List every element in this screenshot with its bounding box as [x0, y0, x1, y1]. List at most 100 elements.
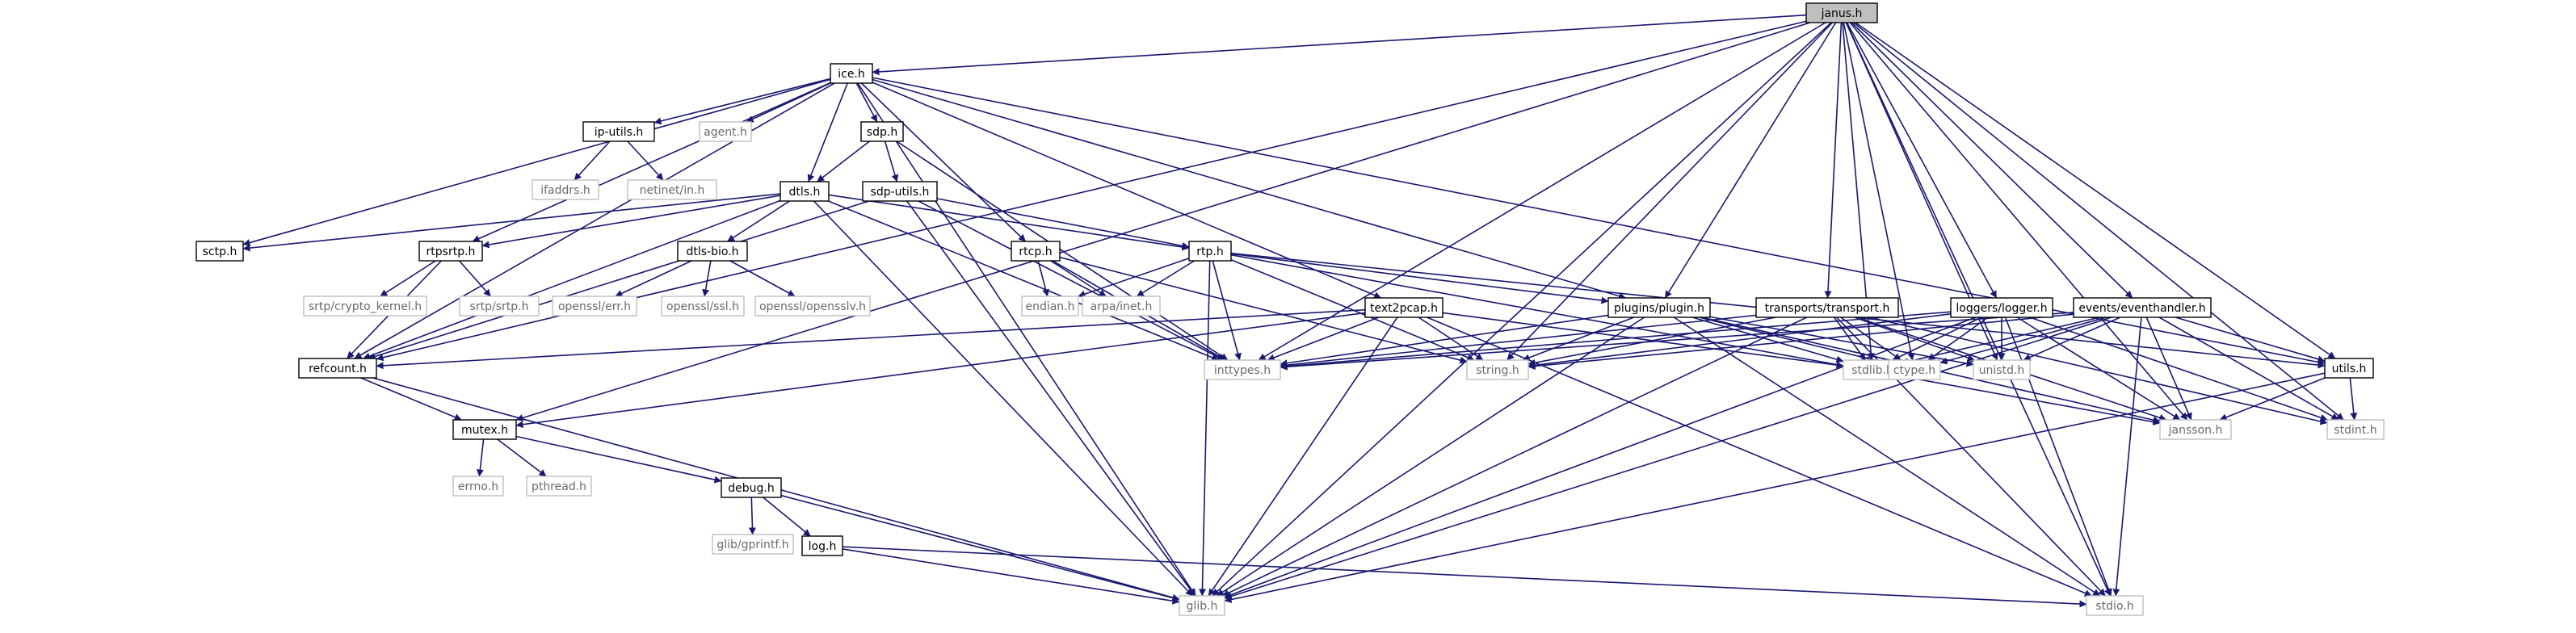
- edge-mutex-to-debug: [515, 435, 722, 484]
- node-log[interactable]: log.h: [801, 535, 843, 556]
- node-label-errno: errno.h: [458, 480, 498, 493]
- edge-debug-to-log: [763, 497, 811, 537]
- edge-sdp-to-inttypes: [896, 140, 1229, 361]
- edge-logger-to-string: [1528, 313, 1952, 369]
- node-sdputils[interactable]: sdp-utils.h: [862, 181, 938, 202]
- edge-plugin-to-string: [1522, 316, 1635, 362]
- node-eventhandler[interactable]: events/eventhandler.h: [2073, 297, 2212, 318]
- node-ifaddrs: ifaddrs.h: [532, 179, 599, 200]
- node-text2pcap[interactable]: text2pcap.h: [1364, 297, 1443, 318]
- node-agent: agent.h: [699, 121, 752, 142]
- node-label-srtpcrypto: srtp/crypto_kernel.h: [309, 300, 422, 313]
- edge-dtls-to-dtlsbio: [727, 200, 790, 242]
- node-label-glib: glib.h: [1187, 600, 1218, 613]
- node-label-sctp: sctp.h: [203, 245, 237, 258]
- node-label-agent: agent.h: [704, 126, 747, 139]
- node-ice[interactable]: ice.h: [830, 63, 873, 84]
- node-label-string: string.h: [1476, 364, 1519, 377]
- edge-utils-to-jansson: [2219, 377, 2326, 421]
- edge-rtcp-to-endian: [1037, 260, 1049, 297]
- node-stdio: stdio.h: [2086, 595, 2144, 616]
- node-label-netinet: netinet/in.h: [640, 184, 705, 197]
- node-label-sdputils: sdp-utils.h: [871, 186, 930, 199]
- node-label-unistd: unistd.h: [1979, 364, 2025, 377]
- edge-plugin-to-ctype: [1699, 316, 1889, 366]
- edge-dtls-to-sctp: [242, 193, 781, 252]
- node-plugin[interactable]: plugins/plugin.h: [1607, 297, 1711, 318]
- node-rtcp[interactable]: rtcp.h: [1011, 241, 1061, 262]
- node-label-stdio: stdio.h: [2095, 600, 2133, 613]
- node-box-errno: [452, 476, 504, 497]
- node-box-pthread: [526, 476, 592, 497]
- edge-janus-to-mutex: [515, 22, 1811, 421]
- node-box-mutex: [452, 419, 517, 440]
- node-label-inttypes: inttypes.h: [1214, 364, 1271, 377]
- edge-transport-to-inttypes: [1280, 314, 1757, 369]
- node-rtp[interactable]: rtp.h: [1188, 241, 1232, 262]
- edge-text2pcap-to-stdlib: [1442, 312, 1844, 369]
- node-errno: errno.h: [452, 476, 504, 497]
- edge-dtlsbio-to-opensslerr: [615, 260, 692, 297]
- node-mutex[interactable]: mutex.h: [452, 419, 517, 440]
- node-box-opensslssl: [661, 296, 745, 316]
- edge-eventhandler-to-stdlib: [1901, 316, 2101, 366]
- edge-ice-to-text2pcap: [872, 82, 1382, 299]
- edge-dtls-to-refcount: [363, 199, 781, 360]
- node-label-sdp: sdp.h: [867, 126, 897, 139]
- node-opensslssl: openssl/ssl.h: [661, 296, 745, 316]
- node-box-dtls: [780, 181, 830, 202]
- node-glib: glib.h: [1179, 595, 1225, 616]
- node-box-srtpcrypto: [303, 296, 427, 316]
- edge-iputils-to-netinet: [627, 140, 664, 181]
- node-box-sdputils: [862, 181, 938, 202]
- edge-text2pcap-to-stdio: [1427, 316, 2092, 597]
- node-dtls[interactable]: dtls.h: [780, 181, 830, 202]
- node-box-opensslv: [754, 296, 871, 316]
- node-box-refcount: [298, 358, 377, 379]
- edge-eventhandler-to-glib: [1224, 316, 2112, 600]
- edge-eventhandler-to-stdint: [2158, 316, 2339, 421]
- edge-dtls-to-rtpsrtp: [481, 195, 781, 249]
- node-logger[interactable]: loggers/logger.h: [1950, 297, 2053, 318]
- node-label-ctype: ctype.h: [1893, 364, 1935, 377]
- node-dtlsbio[interactable]: dtls-bio.h: [677, 241, 748, 262]
- node-rtpsrtp[interactable]: rtpsrtp.h: [418, 241, 483, 262]
- node-transport[interactable]: transports/transport.h: [1755, 297, 1899, 318]
- node-box-srtpsrtp: [459, 296, 540, 316]
- node-label-pthread: pthread.h: [532, 480, 586, 493]
- node-box-string: [1466, 359, 1529, 380]
- edge-text2pcap-to-mutex: [515, 312, 1366, 429]
- node-stdint: stdint.h: [2326, 419, 2385, 440]
- edge-plugin-to-stdio: [1673, 316, 2101, 597]
- node-label-endian: endian.h: [1025, 300, 1074, 313]
- node-srtpcrypto: srtp/crypto_kernel.h: [303, 296, 427, 316]
- node-debug[interactable]: debug.h: [721, 477, 782, 498]
- edge-eventhandler-to-utils: [2175, 316, 2326, 363]
- edge-plugin-to-inttypes: [1280, 314, 1609, 367]
- node-label-text2pcap: text2pcap.h: [1370, 302, 1438, 315]
- node-janus[interactable]: janus.h: [1805, 2, 1878, 23]
- node-box-unistd: [1973, 359, 2031, 380]
- edge-janus-to-inttypes: [1258, 22, 1826, 361]
- edge-logger-to-stdio: [2004, 316, 2112, 597]
- edge-janus-to-string: [1507, 22, 1833, 361]
- node-opensslerr: openssl/err.h: [552, 296, 637, 316]
- node-layer: janus.h ice.h ip-utils.h agent.h sdp.h ifaddr…: [195, 2, 2385, 616]
- node-sdp[interactable]: sdp.h: [860, 121, 904, 142]
- edge-transport-to-ctype: [1840, 316, 1902, 361]
- edge-janus-to-plugin: [1664, 22, 1837, 299]
- edge-ice-to-rtpsrtp: [472, 82, 831, 242]
- node-iputils[interactable]: ip-utils.h: [582, 121, 655, 142]
- node-gprintf: glib/gprintf.h: [712, 534, 794, 555]
- edge-refcount-to-mutex: [360, 377, 462, 421]
- edge-mutex-to-pthread: [497, 438, 547, 477]
- edge-dtlsbio-to-opensslv: [729, 260, 796, 297]
- edge-ice-to-utils: [872, 77, 2326, 366]
- edge-transport-to-string: [1528, 316, 1776, 367]
- node-refcount[interactable]: refcount.h: [298, 358, 377, 379]
- edge-plugin-to-stdlib: [1691, 316, 1844, 363]
- edge-janus-to-ctype: [1843, 22, 1915, 361]
- node-sctp[interactable]: sctp.h: [195, 241, 244, 262]
- node-utils[interactable]: utils.h: [2324, 358, 2374, 379]
- edge-sdputils-to-rtp: [936, 198, 1190, 249]
